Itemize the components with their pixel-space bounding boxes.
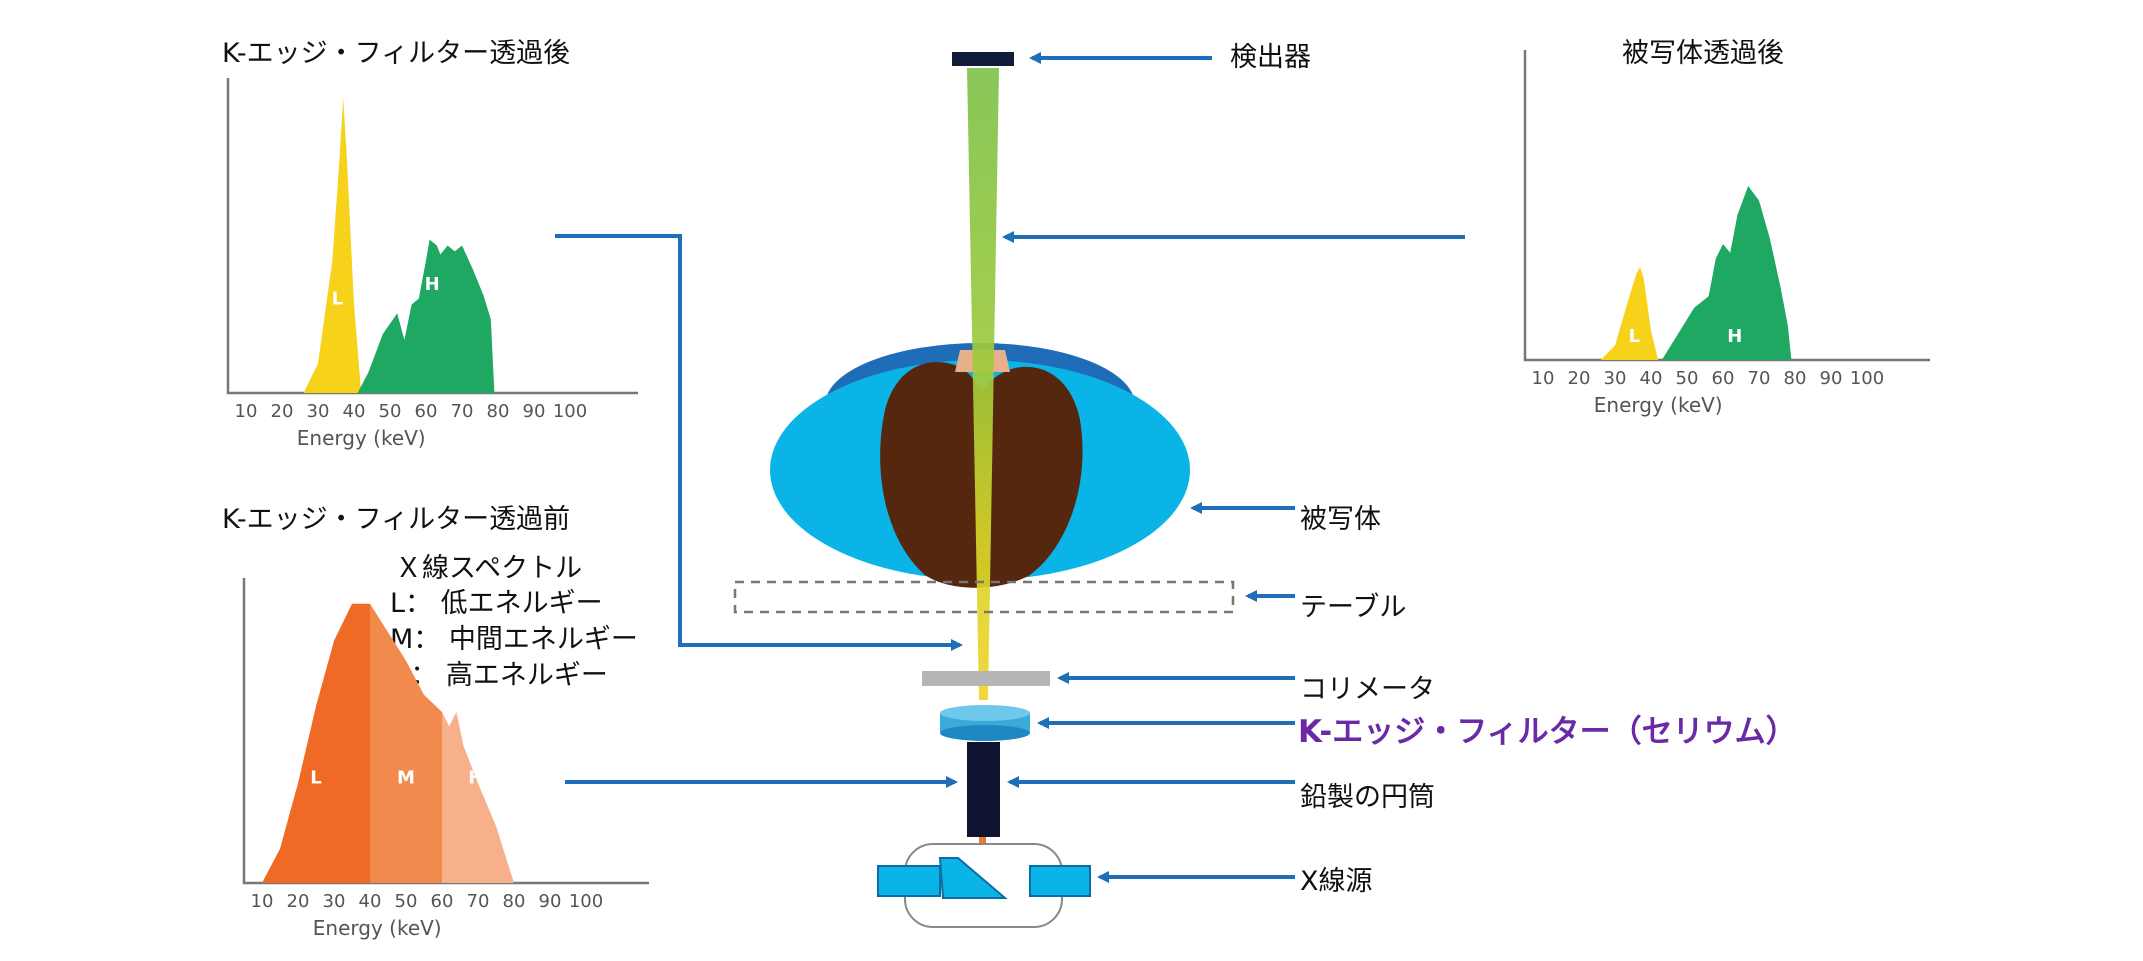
k-edge-filter-bottom: [940, 725, 1030, 741]
series-label-H: H: [1727, 326, 1742, 347]
legend-item-low: L： 低エネルギー: [390, 588, 603, 619]
legend-title: Ｘ線スペクトル: [395, 553, 582, 584]
x-tick-label: 50: [379, 401, 402, 422]
x-tick-label: 20: [271, 401, 294, 422]
legend-item-mid: M： 中間エネルギー: [390, 624, 638, 655]
x-tick-label: 40: [1640, 368, 1663, 389]
x-tick-label: 30: [323, 891, 346, 912]
x-tick-label: 70: [1748, 368, 1771, 389]
x-tick-label: 80: [487, 401, 510, 422]
x-tick-label: 80: [1784, 368, 1807, 389]
chart-axes: [226, 78, 638, 395]
x-tick-label: 80: [503, 891, 526, 912]
x-tick-label: 90: [1820, 368, 1843, 389]
x-tick-label: 100: [553, 401, 587, 422]
lead-cylinder-label: 鉛製の円筒: [1300, 782, 1435, 813]
k-edge-filter-label: K-エッジ・フィルター（セリウム）: [1298, 714, 1797, 750]
x-tick-label: 90: [523, 401, 546, 422]
series-area-L: [303, 98, 362, 393]
x-tick-label: 90: [539, 891, 562, 912]
x-tick-label: 60: [431, 891, 454, 912]
series-label-L: L: [332, 289, 343, 310]
series-label-M: M: [397, 767, 415, 788]
x-axis-title: Energy (keV): [1594, 393, 1723, 417]
x-tick-label: 60: [415, 401, 438, 422]
detector-label: 検出器: [1230, 42, 1311, 73]
chart-title: K-エッジ・フィルター透過前: [222, 504, 570, 535]
x-tick-label: 10: [251, 891, 274, 912]
xray-source-right-block: [1029, 865, 1091, 897]
series-area-H: [1661, 186, 1792, 360]
x-tick-label: 70: [467, 891, 490, 912]
x-tick-label: 20: [287, 891, 310, 912]
x-tick-label: 50: [395, 891, 418, 912]
x-tick-label: 100: [1850, 368, 1884, 389]
x-tick-label: 40: [343, 401, 366, 422]
series-area-H: [442, 712, 514, 883]
x-tick-label: 50: [1676, 368, 1699, 389]
legend-text: ： 高エネルギー: [410, 660, 608, 691]
xray-source-label: X線源: [1300, 866, 1373, 897]
k-edge-filter-top: [940, 705, 1030, 721]
x-tick-label: 30: [307, 401, 330, 422]
series-area-H: [357, 239, 495, 393]
xray-beam: [967, 68, 999, 700]
collimator-label: コリメータ: [1300, 674, 1435, 705]
chart-axes: [1523, 50, 1930, 362]
series-label-L: L: [310, 767, 321, 788]
chart-before-k-edge-filter: K-エッジ・フィルター透過前 L M H 10 20 30 40 50 60 70 80 90 100En…: [222, 504, 649, 940]
chart-after-k-edge-filter: K-エッジ・フィルター透過後 L H 10 20 30 40 50 60 70 80 90 100Ene…: [222, 38, 638, 450]
lead-cylinder: [967, 742, 1000, 837]
legend-text: ： 中間エネルギー: [413, 624, 638, 655]
chart-title: K-エッジ・フィルター透過後: [222, 38, 570, 69]
collimator-plate: [922, 671, 1050, 686]
x-tick-label: 10: [1532, 368, 1555, 389]
x-axis-title: Energy (keV): [297, 426, 426, 450]
legend-text: ： 低エネルギー: [405, 588, 603, 619]
after-filter-connector: [555, 234, 963, 651]
x-axis-title: Energy (keV): [313, 916, 442, 940]
series-area-L: [1600, 267, 1659, 360]
x-tick-label: 60: [1712, 368, 1735, 389]
series-label-L: L: [1629, 326, 1640, 347]
chart-title: 被写体透過後: [1622, 38, 1784, 69]
x-tick-label: 100: [569, 891, 603, 912]
detector-plate: [952, 52, 1014, 66]
object-label: 被写体: [1300, 504, 1381, 535]
xray-source-cathode: [877, 865, 941, 897]
x-tick-label: 20: [1568, 368, 1591, 389]
series-area-L: [262, 603, 370, 883]
legend-key: L: [390, 588, 405, 619]
x-tick-label: 70: [451, 401, 474, 422]
series-label-H: H: [425, 274, 440, 295]
x-tick-label: 30: [1604, 368, 1627, 389]
series-label-H: H: [468, 767, 483, 788]
xray-source-anode: [938, 857, 1008, 899]
x-tick-label: 40: [359, 891, 382, 912]
table-outline: [733, 580, 1235, 614]
series-area-M: [370, 603, 442, 883]
table-label: テーブル: [1300, 592, 1406, 623]
x-tick-label: 10: [235, 401, 258, 422]
legend-item-high: H： 高エネルギー: [390, 660, 608, 691]
